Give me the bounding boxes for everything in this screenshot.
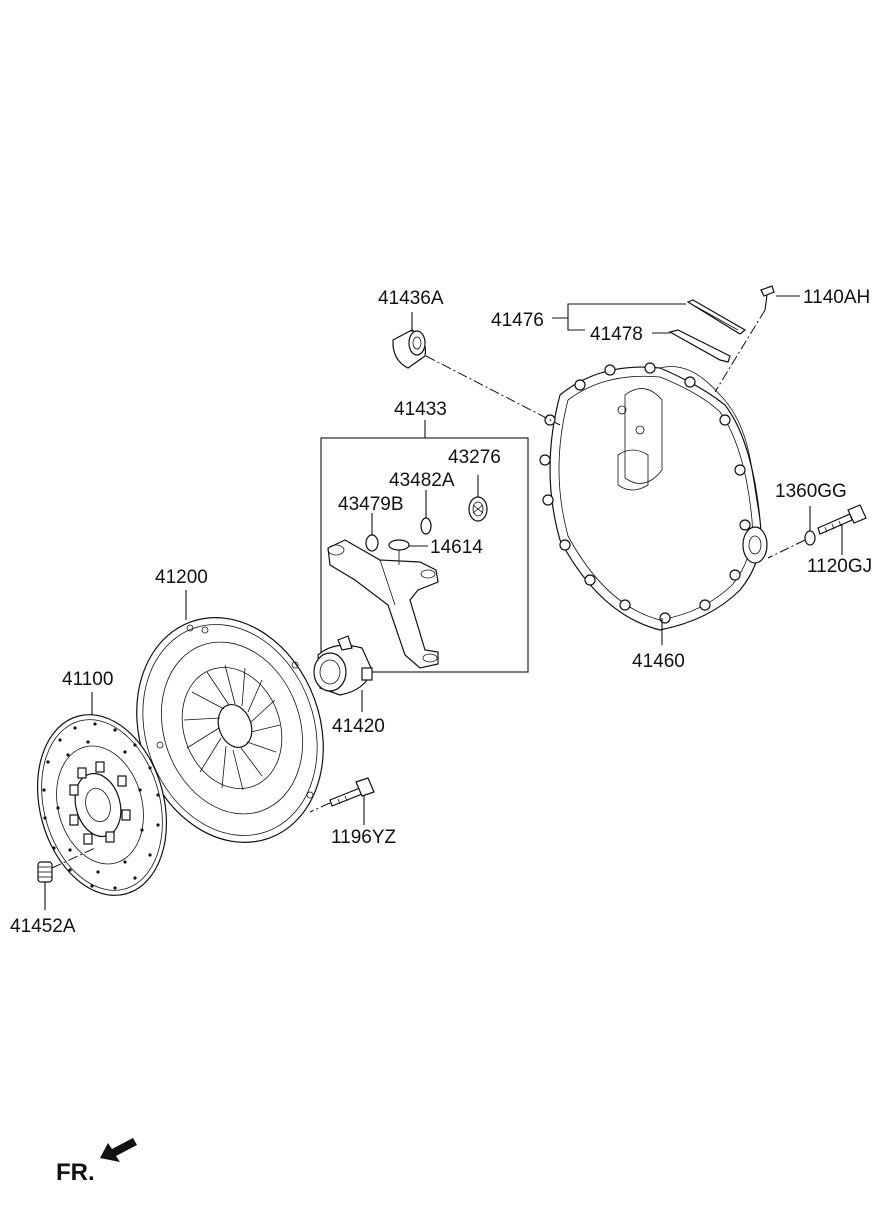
alignment-line-1196YZ [309,802,331,813]
release-bearing-41420 [313,635,373,696]
part-label-43482A[interactable]: 43482A [389,470,455,491]
pressure-plate-41200 [136,617,324,843]
bolt-1120GJ [817,504,867,535]
part-label-43479B[interactable]: 43479B [338,494,404,515]
alignment-line-1140AH [714,309,766,393]
part-label-1120GJ[interactable]: 1120GJ [807,556,872,577]
part-label-1140AH[interactable]: 1140AH [803,287,870,308]
screw-1140AH [760,285,775,311]
part-label-41200[interactable]: 41200 [155,567,208,588]
o-ring-43482A [420,517,432,535]
leader-41476-a [552,303,686,319]
o-ring-43479B [365,534,379,552]
front-direction-label: FR. [56,1159,95,1186]
part-label-14614[interactable]: 14614 [430,537,483,558]
part-label-41436A[interactable]: 41436A [378,288,444,309]
alignment-line-1120GJ [767,539,806,559]
bolt-1196YZ [329,777,375,807]
release-fork [327,539,439,669]
alignment-line-41452A [51,847,96,869]
part-label-41420[interactable]: 41420 [332,716,385,737]
washer-1360GG [804,530,816,546]
leader-41476-b [567,318,585,331]
part-label-43276[interactable]: 43276 [448,447,501,468]
bush-43276 [468,496,488,522]
part-label-1196YZ[interactable]: 1196YZ [331,827,397,848]
alignment-line-41436A [425,355,561,426]
part-label-41452A[interactable]: 41452A [10,916,76,937]
clip-14614 [388,539,410,565]
spring-41452A [37,861,53,883]
part-label-41476[interactable]: 41476 [491,310,544,331]
cover-plate-41476 [686,299,747,335]
bush-41436A [392,329,427,369]
gasket-41478 [668,329,731,363]
arrow-left-down-icon [100,1138,137,1162]
part-label-41460[interactable]: 41460 [632,651,685,672]
part-label-41100[interactable]: 41100 [62,669,113,690]
part-label-1360GG[interactable]: 1360GG [775,481,847,502]
part-label-41433[interactable]: 41433 [394,399,447,420]
part-label-41478[interactable]: 41478 [590,324,643,345]
clutch-housing [539,362,768,631]
clutch-disc-41100 [36,714,168,896]
